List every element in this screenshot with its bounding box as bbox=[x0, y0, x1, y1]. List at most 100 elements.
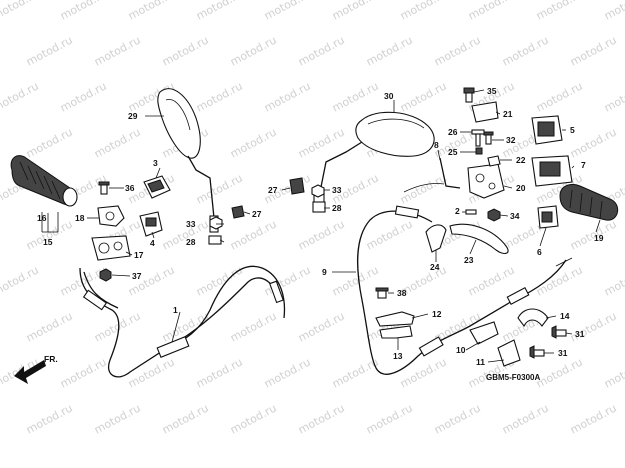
throttle-cable[interactable] bbox=[79, 265, 286, 378]
callout-labels: 1 2 3 4 5 6 7 8 9 10 11 12 13 14 15 16 1… bbox=[37, 86, 604, 367]
watermark-text: motod.ru bbox=[296, 309, 347, 344]
callout-3: 3 bbox=[153, 158, 158, 168]
callout-27-right: 27 bbox=[268, 185, 278, 195]
callout-31-upper: 31 bbox=[575, 329, 585, 339]
collar-28-left[interactable] bbox=[208, 235, 222, 245]
clamp-14[interactable] bbox=[517, 308, 549, 328]
switch-7[interactable] bbox=[531, 155, 573, 187]
callout-22: 22 bbox=[516, 155, 526, 165]
watermark-text: motod.ru bbox=[500, 401, 551, 436]
callout-34: 34 bbox=[510, 211, 520, 221]
watermark-text: motod.ru bbox=[126, 0, 177, 23]
throttle-housing-lower[interactable] bbox=[91, 235, 131, 261]
watermark-text: motod.ru bbox=[330, 263, 381, 298]
callout-28-left: 28 bbox=[186, 237, 196, 247]
bolt-35[interactable] bbox=[463, 87, 475, 103]
front-direction-arrow: FR. bbox=[14, 354, 58, 384]
bolt-38[interactable] bbox=[375, 287, 389, 299]
watermark-text: motod.ru bbox=[24, 217, 75, 252]
watermark-text: motod.ru bbox=[194, 355, 245, 390]
switch-4[interactable] bbox=[139, 211, 163, 237]
callout-23: 23 bbox=[464, 255, 474, 265]
watermark-text: motod.ru bbox=[24, 125, 75, 160]
bracket-13[interactable] bbox=[379, 325, 413, 339]
grommet-22[interactable] bbox=[487, 155, 501, 167]
bracket-10[interactable] bbox=[469, 321, 499, 345]
bolt-32[interactable] bbox=[483, 131, 494, 145]
right-grip[interactable] bbox=[559, 183, 619, 221]
watermark-text: motod.ru bbox=[126, 263, 177, 298]
callout-16: 16 bbox=[37, 213, 47, 223]
callout-19: 19 bbox=[594, 233, 604, 243]
watermark-text: motod.ru bbox=[228, 401, 279, 436]
bracket-24[interactable] bbox=[425, 224, 447, 253]
watermark-text: motod.ru bbox=[0, 79, 41, 114]
callout-14: 14 bbox=[560, 311, 570, 321]
collar-28-right[interactable] bbox=[312, 201, 326, 213]
callout-30: 30 bbox=[384, 91, 394, 101]
watermark-text: motod.ru bbox=[602, 355, 625, 390]
pin-25[interactable] bbox=[475, 147, 483, 155]
watermark-text: motod.ru bbox=[466, 0, 517, 23]
screw-2[interactable] bbox=[465, 209, 477, 215]
watermark-text: motod.ru bbox=[534, 79, 585, 114]
watermark-text: motod.ru bbox=[602, 0, 625, 23]
callout-29: 29 bbox=[128, 111, 138, 121]
watermark-text: motod.ru bbox=[398, 171, 449, 206]
watermark-text: motod.ru bbox=[432, 33, 483, 68]
cap-27-right[interactable] bbox=[289, 177, 305, 195]
watermark-text: motod.ru bbox=[228, 217, 279, 252]
throttle-housing-upper[interactable] bbox=[97, 205, 125, 227]
lever-holder-20[interactable] bbox=[467, 163, 505, 199]
callout-33-left: 33 bbox=[186, 219, 196, 229]
bracket-12[interactable] bbox=[375, 311, 415, 327]
callout-28-right: 28 bbox=[332, 203, 342, 213]
callout-35: 35 bbox=[487, 86, 497, 96]
nut-33-right[interactable] bbox=[311, 184, 325, 198]
callout-31-lower: 31 bbox=[558, 348, 568, 358]
bolt-31-lower[interactable] bbox=[529, 345, 545, 359]
clutch-cable[interactable] bbox=[356, 205, 573, 375]
bracket-21[interactable] bbox=[471, 101, 499, 123]
callout-7: 7 bbox=[581, 160, 586, 170]
watermark-text: motod.ru bbox=[534, 0, 585, 23]
throttle-grip[interactable] bbox=[10, 155, 78, 207]
watermark-text: motod.ru bbox=[330, 0, 381, 23]
callout-25: 25 bbox=[448, 147, 458, 157]
nut-37[interactable] bbox=[99, 268, 112, 282]
watermark-text: motod.ru bbox=[228, 33, 279, 68]
nut-34[interactable] bbox=[487, 208, 501, 222]
cap-27-left[interactable] bbox=[231, 205, 245, 219]
switch-6[interactable] bbox=[537, 205, 559, 229]
callout-20: 20 bbox=[516, 183, 526, 193]
watermark-text: motod.ru bbox=[58, 0, 109, 23]
lever-23[interactable] bbox=[449, 223, 509, 255]
left-mirror[interactable] bbox=[157, 88, 219, 233]
right-mirror[interactable] bbox=[313, 111, 435, 209]
callout-2: 2 bbox=[455, 206, 460, 216]
watermark-text: motod.ru bbox=[602, 263, 625, 298]
watermark-text: motod.ru bbox=[534, 355, 585, 390]
watermark-text: motod.ru bbox=[364, 401, 415, 436]
switch-5[interactable] bbox=[531, 115, 563, 145]
callout-38: 38 bbox=[397, 288, 407, 298]
watermark-text: motod.ru bbox=[58, 79, 109, 114]
bolt-31-upper[interactable] bbox=[551, 325, 567, 339]
callout-4: 4 bbox=[150, 238, 155, 248]
watermark-text: motod.ru bbox=[24, 33, 75, 68]
watermark-text: motod.ru bbox=[602, 79, 625, 114]
watermark-text: motod.ru bbox=[262, 263, 313, 298]
watermark-text: motod.ru bbox=[364, 33, 415, 68]
wire-8[interactable] bbox=[403, 157, 461, 193]
watermark-text: motod.ru bbox=[228, 309, 279, 344]
watermark-text: motod.ru bbox=[160, 33, 211, 68]
watermark-text: motod.ru bbox=[262, 355, 313, 390]
watermark-text: motod.ru bbox=[24, 401, 75, 436]
nut-33-left[interactable] bbox=[209, 216, 223, 230]
screw-36[interactable] bbox=[98, 181, 110, 195]
watermark-text: motod.ru bbox=[296, 401, 347, 436]
callout-10: 10 bbox=[456, 345, 466, 355]
watermark-text: motod.ru bbox=[296, 217, 347, 252]
watermark-text: motod.ru bbox=[0, 263, 41, 298]
